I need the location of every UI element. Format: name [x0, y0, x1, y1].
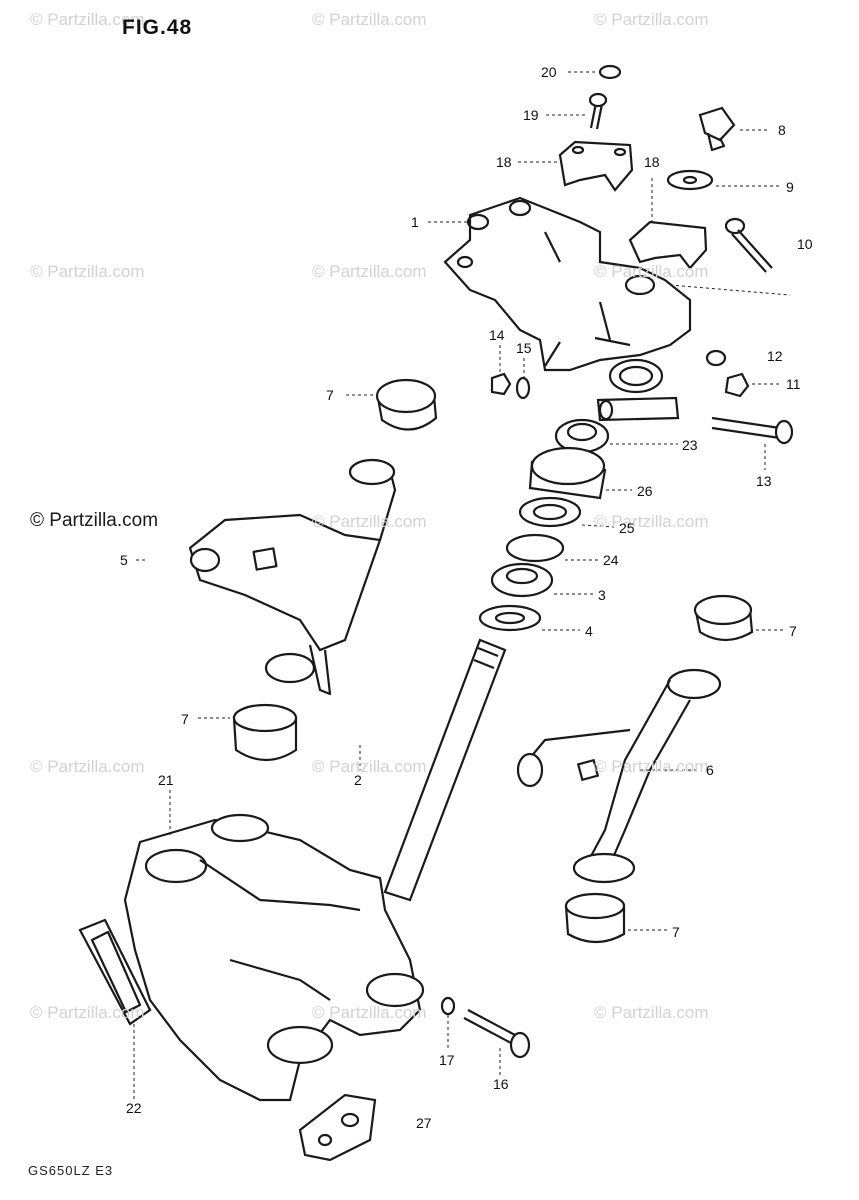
figure-title: FIG.48	[122, 16, 193, 39]
part-18-holder-upper	[558, 140, 634, 192]
callout-8: 8	[778, 122, 786, 138]
part-12-washer	[705, 349, 727, 367]
watermark: © Partzilla.com	[594, 10, 709, 29]
callout-7: 7	[326, 387, 334, 403]
watermark-main: © Partzilla.com	[30, 510, 159, 531]
part-15-washer	[515, 376, 531, 400]
part-26-bearing	[528, 446, 607, 500]
part-17-washer	[440, 996, 456, 1016]
callout-27: 27	[416, 1115, 432, 1131]
part-2-steering-stem	[383, 638, 507, 902]
part-9-washer	[666, 169, 714, 191]
part-10-bolt	[724, 217, 773, 273]
callout-4: 4	[585, 623, 593, 639]
part-23-nut	[554, 418, 610, 454]
part-1-upper-bracket	[443, 196, 692, 372]
callout-19: 19	[523, 107, 539, 123]
callout-14: 14	[489, 327, 505, 343]
part-8-damper	[698, 106, 736, 152]
callout-16: 16	[493, 1076, 509, 1092]
part-11-nut	[724, 372, 750, 398]
callout-22: 22	[126, 1100, 142, 1116]
part-16-bolt	[463, 1009, 531, 1059]
callout-10: 10	[797, 236, 813, 252]
part-22-label-plate	[78, 918, 152, 1026]
part-7-grommet-d	[564, 892, 626, 944]
callout-6: 6	[706, 762, 714, 778]
callout-17: 17	[439, 1052, 455, 1068]
watermark: © Partzilla.com	[594, 262, 709, 281]
leader-lines	[133, 71, 791, 1100]
part-25-race	[518, 496, 582, 528]
callout-13: 13	[756, 473, 772, 489]
watermark: © Partzilla.com	[30, 757, 145, 776]
watermark: © Partzilla.com	[594, 757, 709, 776]
part-steering-clamp	[596, 358, 680, 422]
callout-5: 5	[120, 552, 128, 568]
callout-7: 7	[181, 711, 189, 727]
watermark: © Partzilla.com	[30, 10, 145, 29]
watermark: © Partzilla.com	[312, 1003, 427, 1022]
callout-21: 21	[158, 772, 174, 788]
part-14-nut	[490, 372, 512, 396]
callout-25: 25	[619, 520, 635, 536]
watermark: © Partzilla.com	[312, 757, 427, 776]
part-7-grommet-c	[232, 703, 298, 761]
part-13-bolt	[711, 416, 794, 445]
callout-1: 1	[411, 214, 419, 230]
callout-9: 9	[786, 179, 794, 195]
callout-11: 11	[786, 376, 801, 392]
watermark: © Partzilla.com	[594, 512, 709, 531]
part-7-grommet-a	[375, 378, 438, 431]
part-19-bolt	[588, 92, 608, 130]
part-20-cap-nut	[598, 64, 622, 80]
part-27-stopper	[298, 1093, 377, 1162]
watermark: © Partzilla.com	[30, 262, 145, 281]
callout-20: 20	[541, 64, 557, 80]
watermark: © Partzilla.com	[594, 1003, 709, 1022]
part-18-holder-lower	[628, 220, 708, 270]
part-24-seal	[505, 533, 565, 563]
callout-12: 12	[767, 348, 783, 364]
part-4-race	[478, 604, 542, 632]
callout-23: 23	[682, 437, 698, 453]
callout-18: 18	[496, 154, 512, 170]
watermark: © Partzilla.com	[312, 512, 427, 531]
part-21-lower-bracket	[123, 813, 425, 1102]
part-5-bracket-left	[188, 458, 397, 696]
callout-3: 3	[598, 587, 606, 603]
watermark: © Partzilla.com	[312, 262, 427, 281]
watermark: © Partzilla.com	[30, 1003, 145, 1022]
part-3-bearing	[490, 562, 554, 598]
part-7-grommet-b	[693, 594, 754, 642]
callout-18: 18	[644, 154, 660, 170]
callout-15: 15	[516, 340, 532, 356]
callout-7: 7	[789, 623, 797, 639]
model-code: GS650LZ E3	[28, 1163, 114, 1178]
callout-2: 2	[354, 772, 362, 788]
callout-24: 24	[603, 552, 619, 568]
part-6-bracket-right	[516, 668, 722, 884]
callout-26: 26	[637, 483, 653, 499]
callout-7: 7	[672, 924, 680, 940]
watermark: © Partzilla.com	[312, 10, 427, 29]
